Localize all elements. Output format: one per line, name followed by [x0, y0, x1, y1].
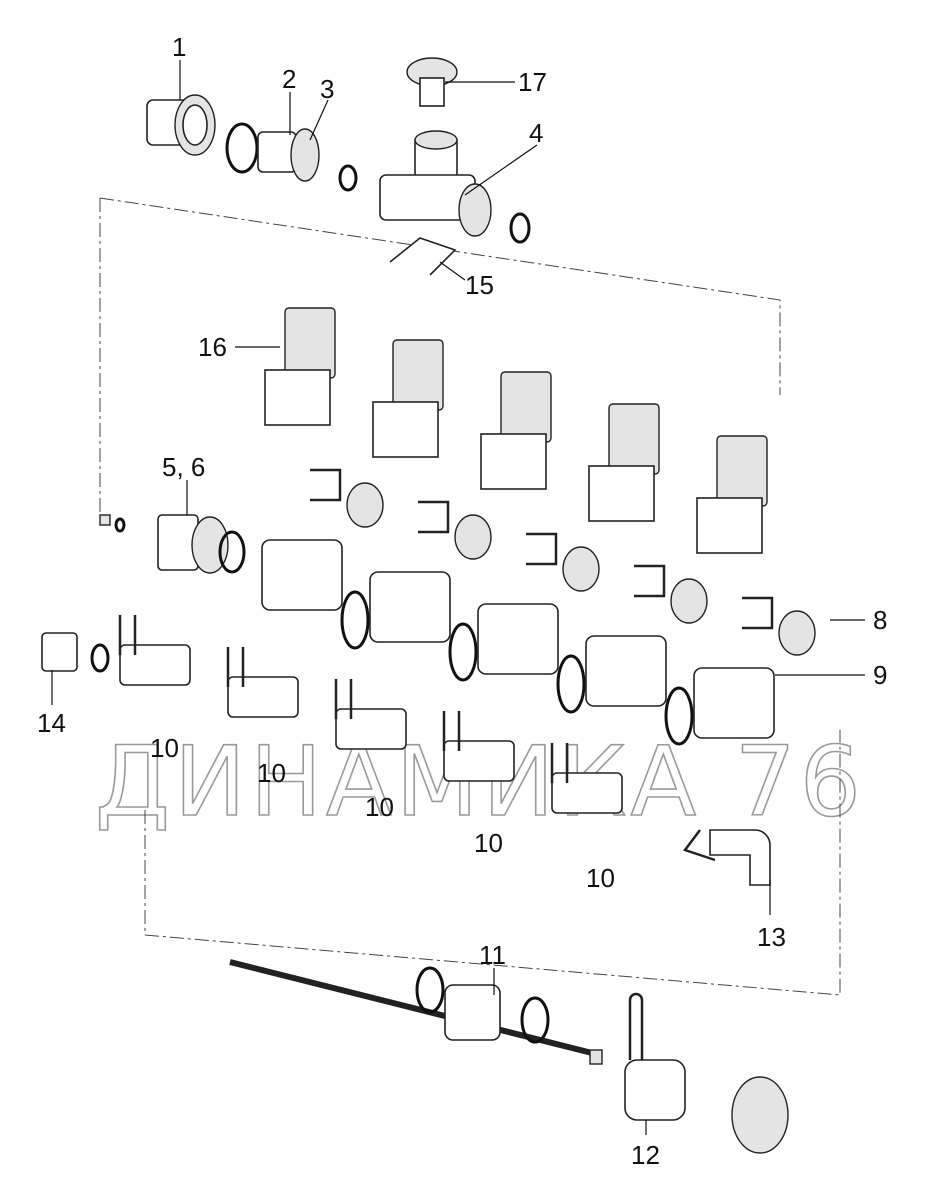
- callout-9: 9: [873, 660, 887, 690]
- callout-10: 10: [257, 758, 286, 788]
- o-ring: [225, 122, 259, 174]
- callout-12: 12: [631, 1140, 660, 1170]
- leader-lines: [51, 60, 865, 1135]
- part-12-housing: [624, 992, 789, 1154]
- part-15-bracket: [389, 237, 457, 276]
- callout-3: 3: [320, 74, 334, 104]
- o-ring: [509, 212, 531, 244]
- assembly-frame: [99, 197, 841, 996]
- section-valves: [118, 307, 816, 814]
- part-17-knob: [406, 57, 458, 107]
- callout-10: 10: [474, 828, 503, 858]
- callout-5-6: 5, 6: [162, 452, 205, 482]
- callout-1: 1: [172, 32, 186, 62]
- part-5-6-end-plate: [99, 514, 246, 574]
- callout-11: 11: [479, 940, 506, 970]
- callout-16: 16: [198, 332, 227, 362]
- callout-13: 13: [757, 922, 786, 952]
- callout-4: 4: [529, 118, 543, 148]
- part-1-coupling: [146, 94, 216, 156]
- part-14-cap: [41, 632, 110, 673]
- callout-17: 17: [518, 67, 547, 97]
- callout-10: 10: [150, 733, 179, 763]
- gauge: [731, 1076, 789, 1154]
- part-4-valve: [379, 130, 492, 237]
- callout-2: 2: [282, 64, 296, 94]
- callout-10: 10: [586, 863, 615, 893]
- callout-8: 8: [873, 605, 887, 635]
- part-2-adapter: [257, 128, 320, 182]
- part-13-elbow: [682, 829, 771, 886]
- callout-10: 10: [365, 792, 394, 822]
- callout-14: 14: [37, 708, 66, 738]
- o-ring: [338, 164, 358, 192]
- callout-15: 15: [465, 270, 494, 300]
- part-11-shaft-assembly: [229, 959, 603, 1065]
